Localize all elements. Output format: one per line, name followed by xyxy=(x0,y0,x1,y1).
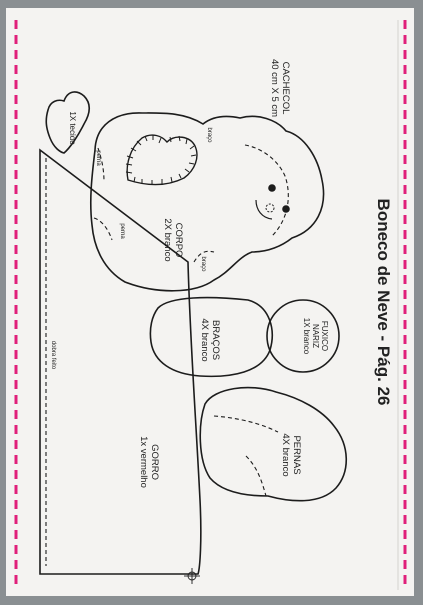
corpo-name: CORPO xyxy=(173,223,184,258)
mouth xyxy=(255,199,273,220)
eye-right xyxy=(282,205,290,213)
pernas-dash-line xyxy=(213,415,279,497)
head-dash-line xyxy=(244,144,289,237)
page-title: Boneco de Neve - Pág. 26 xyxy=(374,199,393,406)
perna-mark-1 xyxy=(97,147,105,183)
cachecol-size: 40 cm X 5 cm xyxy=(269,59,280,117)
braco-mark-bottom xyxy=(193,250,215,263)
stitched-heart xyxy=(126,134,198,186)
fuxico-name2: NARIZ xyxy=(311,324,320,348)
body-mark-perna-1: perna xyxy=(95,150,101,166)
fuxico-piece xyxy=(266,299,340,373)
gorro-piece xyxy=(39,148,202,575)
bracos-qty: 4X branco xyxy=(199,318,210,361)
gorro-fold-label: dobra feito xyxy=(50,341,56,370)
eye-left xyxy=(268,184,276,192)
pernas-name: PERNAS xyxy=(291,435,302,474)
gorro-qty: 1x vermelho xyxy=(138,436,149,488)
bracos-piece xyxy=(149,296,273,378)
body-mark-perna-2: perna xyxy=(119,223,125,239)
fuxico-qty: 1X branco xyxy=(302,318,311,355)
heart-qty: 1X tecido xyxy=(68,111,77,145)
gorro-name: GORRO xyxy=(149,444,160,480)
stitch-marks xyxy=(125,135,197,185)
fuxico-name: FUXICO xyxy=(320,321,329,351)
body-mark-braco-top: braço xyxy=(206,127,212,143)
corpo-qty: 2X branco xyxy=(162,218,173,261)
bracos-name: BRAÇOS xyxy=(210,320,221,360)
paper xyxy=(6,8,414,596)
body-mark-braco-bottom: braço xyxy=(200,256,206,272)
pernas-qty: 4X branco xyxy=(280,433,291,476)
perna-mark-2 xyxy=(93,217,113,241)
pernas-piece xyxy=(199,386,347,502)
heart-piece xyxy=(45,91,91,154)
nose-circle xyxy=(265,203,275,213)
registration-mark xyxy=(184,568,200,584)
body-piece xyxy=(89,112,325,292)
cachecol-name: CACHECOL xyxy=(280,62,291,115)
